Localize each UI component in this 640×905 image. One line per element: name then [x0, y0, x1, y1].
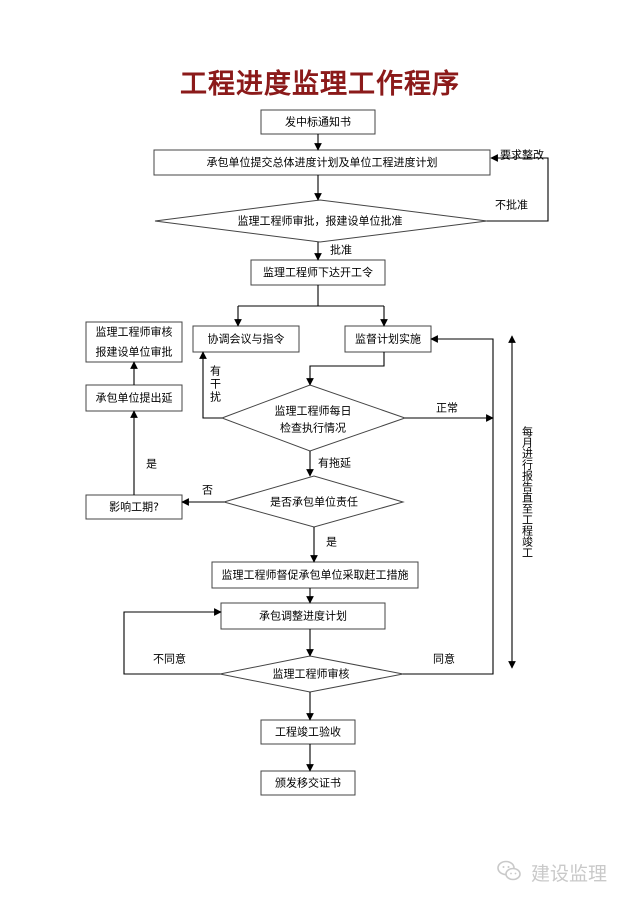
arrow-interference: [199, 351, 222, 419]
node-final-review: 监理工程师审核: [273, 667, 350, 681]
watermark-text: 建设监理: [531, 863, 608, 885]
node-coord-meeting: 协调会议与指令: [208, 332, 285, 346]
box-supervise-impl: [344, 325, 432, 353]
node-adjust-plan: 承包调整进度计划: [259, 609, 347, 623]
label-disagree: 不同意: [153, 652, 186, 666]
box-affect-schedule: [85, 494, 183, 520]
arrow-not-approved-loop: [487, 154, 549, 222]
label-yes-down: 是: [326, 536, 337, 549]
node-daily-check-line1: 监理工程师每日: [275, 404, 352, 418]
label-interference-1: 有: [210, 364, 221, 378]
node-handover-cert: 颁发移交证书: [275, 776, 341, 790]
node-submit-plan: 承包单位提交总体进度计划及单位工程进度计划: [207, 155, 438, 169]
node-issue-notice: 发中标通知书: [285, 115, 351, 129]
label-agree: 同意: [433, 652, 455, 666]
page-title: 工程进度监理工作程序: [180, 69, 460, 100]
label-normal: 正常: [436, 402, 458, 415]
node-affect-schedule: 影响工期?: [109, 501, 159, 514]
arrow-supervise-to-check: [306, 352, 385, 386]
node-request-extension: 承包单位提出延: [96, 391, 173, 405]
watermark: 建设监理: [497, 856, 633, 888]
label-approved: 批准: [330, 243, 352, 257]
label-no: 否: [202, 484, 213, 497]
diamond-contractor-resp: [222, 475, 405, 528]
label-monthly-report: 每月进行报告直至工程竣工: [521, 425, 534, 558]
label-not-approved: 不批准: [495, 198, 528, 212]
box-issue-notice: [260, 109, 376, 135]
box-urge-measures: [211, 561, 419, 589]
node-supervise-impl: 监督计划实施: [355, 332, 421, 346]
label-interference-2: 干: [210, 378, 221, 391]
box-adjust-plan: [220, 602, 386, 630]
node-start-order: 监理工程师下达开工令: [263, 265, 373, 279]
diamond-daily-check: [220, 384, 407, 452]
node-contractor-resp: 是否承包单位责任: [270, 495, 358, 509]
box-review-extension: [85, 321, 183, 363]
node-review-box-line2: 报建设单位审批: [96, 345, 173, 359]
box-handover-cert: [260, 770, 356, 796]
node-completion: 工程竣工验收: [275, 725, 341, 739]
label-delayed: 有拖延: [318, 456, 351, 470]
box-coord-meeting: [192, 325, 300, 353]
box-submit-plan: [153, 149, 491, 176]
wechat-icon: [497, 860, 521, 881]
node-urge-measures: 监理工程师督促承包单位采取赶工措施: [222, 568, 409, 582]
label-require-rectify: 要求整改: [500, 148, 544, 162]
label-yes-left: 是: [146, 458, 157, 471]
arrow-agree-loop: [403, 335, 494, 675]
arrow-disagree-loop: [123, 608, 222, 675]
node-engineer-review: 监理工程师审批，报建设单位批准: [238, 214, 403, 228]
node-review-box-line1: 监理工程师审核: [96, 325, 173, 339]
node-daily-check-line2: 检查执行情况: [280, 421, 346, 435]
label-interference-3: 扰: [210, 390, 221, 404]
